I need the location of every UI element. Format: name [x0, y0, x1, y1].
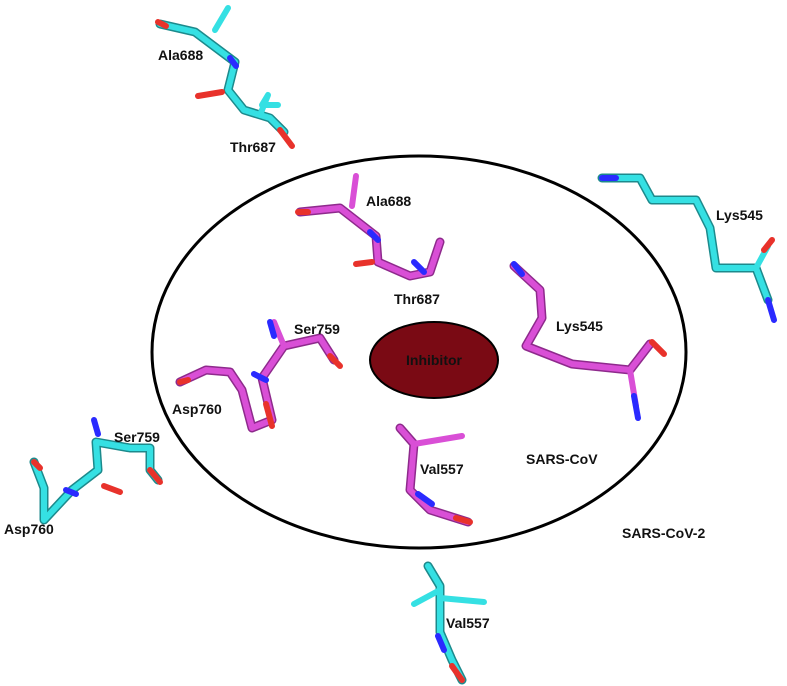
- sars-cov-boundary: [150, 154, 688, 550]
- ala688-n-cyan: [227, 55, 239, 69]
- label-asp760-inner: Asp760: [172, 401, 222, 417]
- label-sars-cov: SARS-CoV: [526, 451, 598, 467]
- ala688-sidechain-cyan: [212, 5, 231, 33]
- thr687-n-magenta: [411, 259, 427, 275]
- ala688-backbone-cyan-top: [157, 21, 287, 135]
- thr687-sidechain-cyan: [257, 92, 281, 118]
- val557-branch2-cyan: [411, 587, 443, 607]
- ala688-o-cyan: [195, 89, 225, 99]
- asp760-o-cyan: [101, 483, 123, 495]
- ser759-sidechain-magenta: [271, 319, 287, 349]
- label-val557-inner: Val557: [420, 461, 464, 477]
- residue-ala688-thr687-magenta: [295, 173, 445, 281]
- label-ala688-inner: Ala688: [366, 193, 411, 209]
- val557-branch-magenta: [411, 433, 465, 447]
- asp760-n-cyan: [63, 487, 79, 497]
- lys545-o-cyan: [761, 237, 775, 253]
- val557-branch1-cyan: [437, 595, 487, 605]
- residue-lys545-cyan: [597, 173, 777, 323]
- residue-ala688-thr687-cyan: [155, 5, 295, 149]
- thr687-o-cyan: [277, 127, 295, 149]
- residue-val557-cyan: [411, 561, 487, 685]
- ser759-o-magenta: [327, 353, 343, 369]
- lys545-o-magenta: [649, 339, 667, 357]
- inhibitor-label: Inhibitor: [406, 352, 463, 368]
- ala688-oterm-cyan: [155, 19, 169, 29]
- val557-o-cyan: [449, 663, 465, 683]
- label-ala688-outer: Ala688: [158, 47, 203, 63]
- val557-o-magenta: [453, 515, 473, 525]
- ser759-o-cyan: [147, 467, 163, 485]
- val557-n-cyan: [435, 633, 447, 653]
- lys545-chain-cyan-shade: [597, 173, 773, 305]
- label-thr687-outer: Thr687: [230, 139, 276, 155]
- label-lys545-inner: Lys545: [556, 318, 603, 334]
- asp760-o-magenta: [263, 401, 275, 429]
- asp760-oterm-magenta: [177, 377, 191, 385]
- ala688-sidechain-magenta: [349, 173, 359, 209]
- label-ser759-outer: Ser759: [114, 429, 160, 445]
- asp760-oterm-cyan: [31, 459, 43, 471]
- ala688-n-magenta: [367, 229, 381, 243]
- label-lys545-outer: Lys545: [716, 207, 763, 223]
- label-sars-cov-2: SARS-CoV-2: [622, 525, 705, 541]
- residue-ser759-asp760-cyan: [29, 417, 163, 525]
- ala688-backbone-magenta: [297, 205, 443, 279]
- asp760-n-magenta: [251, 371, 269, 383]
- lys545-chain-cyan: [599, 175, 771, 303]
- ser759-n-magenta: [267, 319, 277, 339]
- residue-ser759-asp760-magenta: [175, 319, 343, 433]
- ser759-chain-cyan: [31, 439, 161, 523]
- lys545-n-magenta: [511, 261, 525, 277]
- residue-lys545-magenta: [509, 261, 667, 421]
- ser759-chain-magenta: [177, 335, 337, 431]
- label-asp760-outer: Asp760: [4, 521, 54, 537]
- lys545-n2-cyan: [765, 297, 777, 323]
- inhibitor-ellipse: [369, 321, 499, 399]
- lys545-n2-magenta: [631, 393, 641, 421]
- ser759-n-cyan: [91, 417, 101, 437]
- ala688-o-magenta: [353, 259, 375, 267]
- label-thr687-inner: Thr687: [394, 291, 440, 307]
- val557-chain-magenta: [397, 425, 471, 525]
- residue-val557-magenta: [395, 423, 473, 527]
- val557-n-magenta: [415, 491, 435, 507]
- label-val557-outer: Val557: [446, 615, 490, 631]
- label-ser759-inner: Ser759: [294, 321, 340, 337]
